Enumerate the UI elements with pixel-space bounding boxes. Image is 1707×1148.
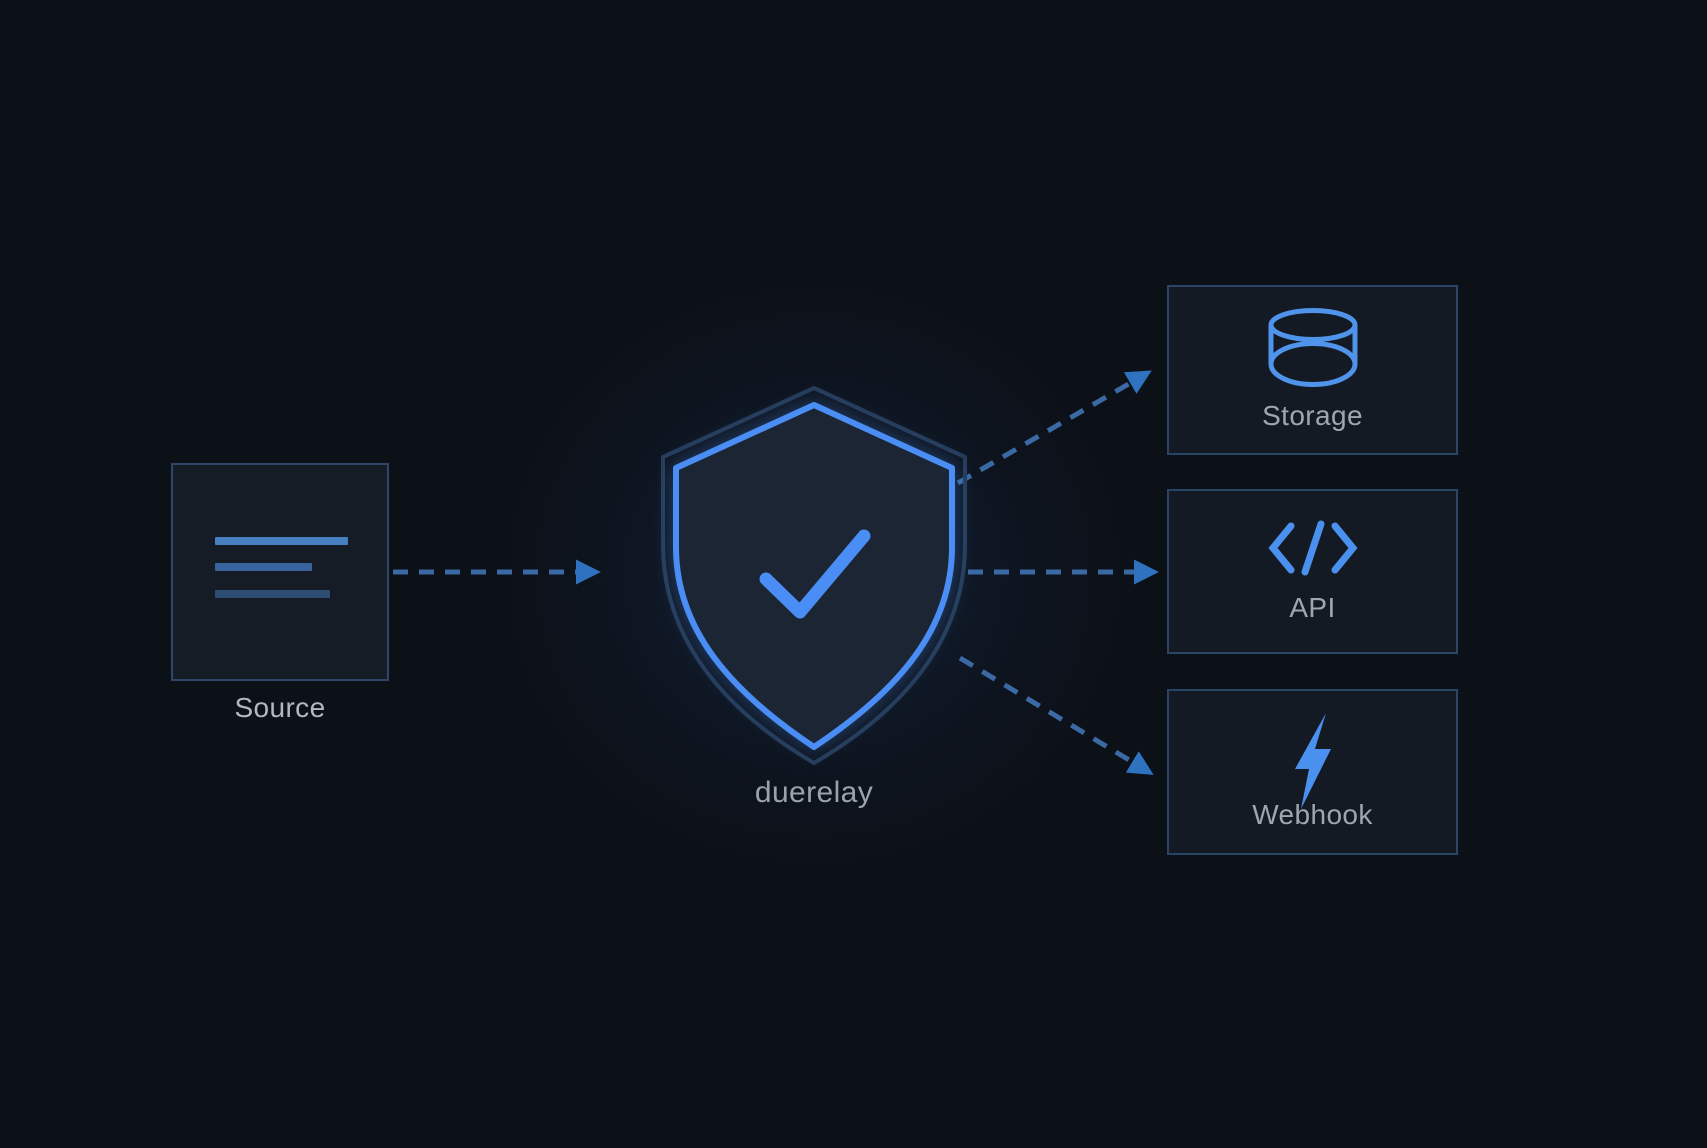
code-icon — [1265, 520, 1361, 576]
source-label: Source — [234, 692, 326, 723]
arrow-relay-to-storage — [956, 370, 1152, 486]
target-label-api: API — [1289, 591, 1336, 623]
target-node-webhook[interactable]: Webhook — [1167, 689, 1458, 855]
target-label-webhook: Webhook — [1252, 799, 1373, 830]
target-node-storage[interactable]: Storage — [1167, 285, 1458, 455]
shield-body — [673, 402, 955, 750]
document-lines-icon — [215, 537, 348, 598]
source-node[interactable] — [171, 463, 389, 681]
relay-label: duerelay — [754, 776, 874, 809]
checkmark-icon — [759, 529, 871, 619]
target-label-storage: Storage — [1262, 400, 1363, 431]
arrow-relay-to-webhook — [958, 655, 1154, 775]
lightning-bolt-icon — [1293, 713, 1333, 809]
target-node-api[interactable]: API — [1167, 489, 1458, 654]
shield-outer-outline — [661, 386, 967, 765]
database-icon — [1268, 308, 1358, 388]
shield-check-icon[interactable] — [640, 365, 990, 785]
